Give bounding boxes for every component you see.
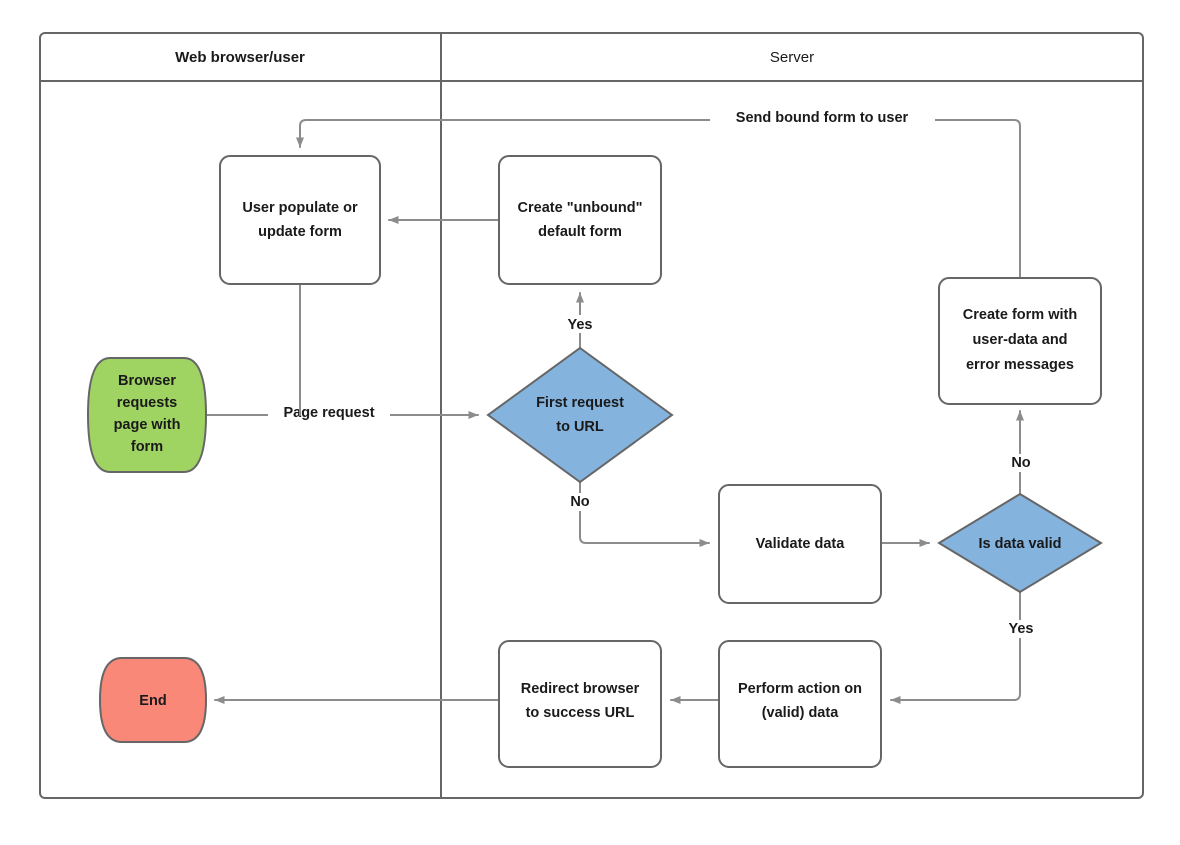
lane-title-browser: Web browser/user xyxy=(175,49,305,66)
node-create-form-errors-line3: error messages xyxy=(966,357,1074,373)
node-browser-requests-line3: page with xyxy=(114,417,181,433)
node-browser-requests-line1: Browser xyxy=(118,373,176,389)
edge-send-bound-form: Send bound form to user xyxy=(296,108,1021,278)
lane-title-server: Server xyxy=(770,49,814,66)
edge-first-yes: Yes xyxy=(552,292,608,351)
node-user-populate-line2: update form xyxy=(258,224,342,240)
edge-page-request: Page request xyxy=(205,404,479,422)
edge-valid-yes: Yes xyxy=(890,591,1048,704)
edge-first-no: No xyxy=(554,479,710,547)
node-is-data-valid-label: Is data valid xyxy=(978,536,1061,552)
node-end[interactable]: End xyxy=(98,657,208,743)
node-create-form-errors-line2: user-data and xyxy=(972,332,1067,348)
node-first-request[interactable]: First request to URL xyxy=(486,346,674,484)
lane-header-server: Server xyxy=(770,49,814,66)
node-perform-action-line1: Perform action on xyxy=(738,681,862,697)
edge-label-first-no: No xyxy=(570,494,589,510)
edge-label-send-bound-form: Send bound form to user xyxy=(736,110,909,126)
node-first-request-line1: First request xyxy=(536,395,624,411)
node-create-unbound-line1: Create "unbound" xyxy=(518,200,643,216)
edge-label-first-yes: Yes xyxy=(568,317,593,333)
edge-label-valid-no: No xyxy=(1011,455,1030,471)
node-redirect-browser-line1: Redirect browser xyxy=(521,681,640,697)
node-user-populate[interactable]: User populate or update form xyxy=(219,155,381,285)
node-create-form-errors[interactable]: Create form with user-data and error mes… xyxy=(938,277,1102,405)
node-redirect-browser[interactable]: Redirect browser to success URL xyxy=(498,640,662,768)
node-create-unbound[interactable]: Create "unbound" default form xyxy=(498,155,662,285)
pool-frame xyxy=(39,32,1144,799)
node-create-form-errors-line1: Create form with xyxy=(963,307,1077,323)
edge-label-page-request: Page request xyxy=(283,405,374,421)
node-end-label: End xyxy=(139,693,166,709)
node-redirect-browser-line2: to success URL xyxy=(526,705,635,721)
node-browser-requests-line4: form xyxy=(131,439,163,455)
edge-label-valid-yes: Yes xyxy=(1009,621,1034,637)
node-perform-action-line2: (valid) data xyxy=(762,705,839,721)
node-create-unbound-line2: default form xyxy=(538,224,622,240)
node-first-request-line2: to URL xyxy=(556,419,604,435)
node-browser-requests-line2: requests xyxy=(117,395,177,411)
node-validate-data[interactable]: Validate data xyxy=(718,484,882,604)
lane-header-browser: Web browser/user xyxy=(175,49,305,66)
node-validate-data-label: Validate data xyxy=(756,536,846,552)
node-is-data-valid[interactable]: Is data valid xyxy=(937,492,1103,594)
node-user-populate-line1: User populate or xyxy=(242,200,358,216)
node-browser-requests[interactable]: Browser requests page with form xyxy=(86,357,208,473)
node-perform-action[interactable]: Perform action on (valid) data xyxy=(718,640,882,768)
edge-valid-no: No xyxy=(996,410,1046,496)
